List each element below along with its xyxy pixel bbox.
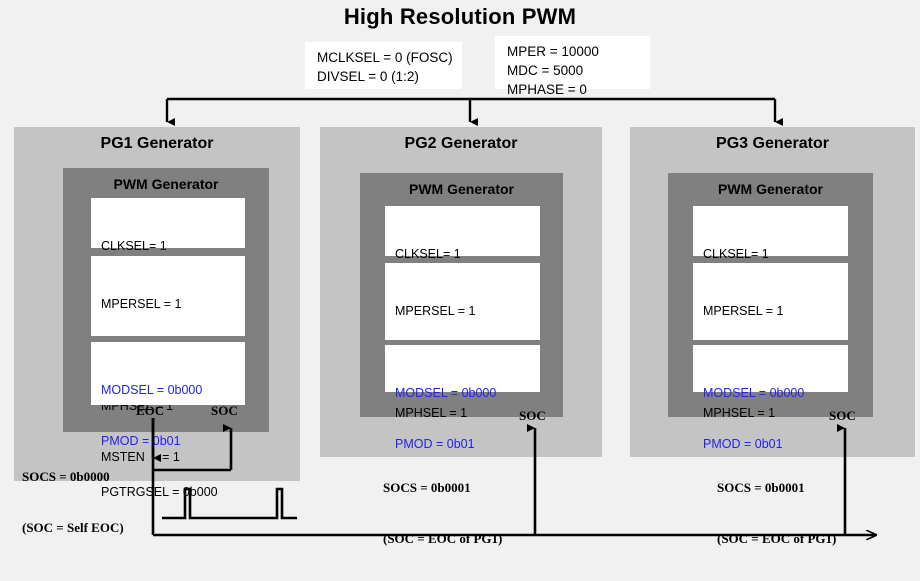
pwm-generator-block-pg3: PWM Generator CLKSEL= 1 HREN = 0 MPERSEL… [668,173,873,451]
reg-line-highlight: MODSEL = 0b000 [395,386,497,400]
generator-title-pg3: PG3 Generator [716,135,829,152]
pwm-generator-label-pg2: PWM Generator [408,181,514,197]
socs-note-line: (SOC = EOC of PG1) [717,531,837,546]
config-clock-line-1: DIVSEL = 0 (1:2) [317,69,419,84]
reg-line-highlight: MODSEL = 0b000 [703,386,805,400]
socs-note-line: (SOC = Self EOC) [22,520,124,535]
diagram-canvas: High Resolution PWM MCLKSEL = 0 (FOSC) D… [14,4,915,546]
reg-line: CLKSEL= 1 [395,247,461,261]
generator-title-pg2: PG2 Generator [404,135,518,152]
generator-title-pg1: PG1 Generator [100,135,214,152]
pwm-generator-block-pg2: PWM Generator CLKSEL= 1 HREN = 0 MPERSEL… [360,173,563,451]
reg-line: MPHSEL = 1 [395,406,468,420]
reg-line: MPHSEL = 1 [703,406,776,420]
register-box-select-pg1: MPERSEL = 1 MDCSEL = 1 MPHSEL = 1 MSTEN … [91,256,245,464]
config-master-line-0: MPER = 10000 [507,44,599,59]
socs-note-line: SOCS = 0b0001 [383,480,471,495]
reg-line: MSTEN = 1 [101,450,180,464]
reg-line: CLKSEL= 1 [703,247,769,261]
pwm-generator-label-pg3: PWM Generator [717,181,823,197]
port-label-eoc-pg1: EOC [136,403,165,418]
socs-note-pg2: SOCS = 0b0001 (SOC = EOC of PG1) [383,445,502,581]
reg-line: MPERSEL = 1 [101,297,182,311]
reg-line: MPERSEL = 1 [395,304,476,318]
socs-note-line: SOCS = 0b0000 [22,469,110,484]
socs-note-line: SOCS = 0b0001 [717,480,805,495]
socs-note-pg1: SOCS = 0b0000 (SOC = Self EOC) [22,434,124,570]
register-box-select-pg2: MPERSEL = 1 MDCSEL = 1 MPHSEL = 1 [385,263,540,420]
register-box-clock-pg1: CLKSEL= 1 HREN = 0 [91,198,245,304]
reg-line-highlight: PMOD = 0b01 [395,437,475,451]
reg-line-highlight: PMOD = 0b01 [101,434,181,448]
port-label-soc-pg1: SOC [211,403,238,418]
register-box-mode-pg3: MODSEL = 0b000 PMOD = 0b01 [693,345,848,451]
register-box-select-pg3: MPERSEL = 1 MDCSEL = 1 MPHSEL = 1 [693,263,848,420]
generator-panel-pg2: PG2 Generator PWM Generator CLKSEL= 1 HR… [320,127,602,457]
pwm-generator-label-pg1: PWM Generator [113,176,219,192]
config-box-master: MPER = 10000 MDC = 5000 MPHASE = 0 [495,36,650,97]
page-title: High Resolution PWM [343,4,577,29]
reg-line-highlight: PMOD = 0b01 [703,437,783,451]
reg-line: CLKSEL= 1 [101,239,167,253]
pwm-generator-block-pg1: PWM Generator CLKSEL= 1 HREN = 0 MPERSEL… [63,168,269,499]
port-label-soc-pg3: SOC [829,408,856,423]
config-master-line-1: MDC = 5000 [507,63,584,78]
generator-panel-pg1: PG1 Generator PWM Generator CLKSEL= 1 HR… [14,127,300,499]
register-box-mode-pg2: MODSEL = 0b000 PMOD = 0b01 [385,345,540,451]
port-label-soc-pg2: SOC [519,408,546,423]
config-distribution-bus [165,97,783,126]
config-box-clock: MCLKSEL = 0 (FOSC) DIVSEL = 0 (1:2) [305,42,462,89]
socs-note-pg3: SOCS = 0b0001 (SOC = EOC of PG1) [717,445,836,581]
register-box-clock-pg3: CLKSEL= 1 HREN = 0 [693,206,848,312]
socs-note-line: (SOC = EOC of PG1) [383,531,503,546]
register-box-clock-pg2: CLKSEL= 1 HREN = 0 [385,206,540,312]
config-master-line-2: MPHASE = 0 [507,82,587,97]
reg-line-highlight: MODSEL = 0b000 [101,383,203,397]
generator-panel-pg3: PG3 Generator PWM Generator CLKSEL= 1 HR… [630,127,915,457]
register-box-mode-pg1: MODSEL = 0b000 PMOD = 0b01 PGTRGSEL = 0b… [91,342,245,499]
config-clock-line-0: MCLKSEL = 0 (FOSC) [317,50,453,65]
reg-line: MPERSEL = 1 [703,304,784,318]
